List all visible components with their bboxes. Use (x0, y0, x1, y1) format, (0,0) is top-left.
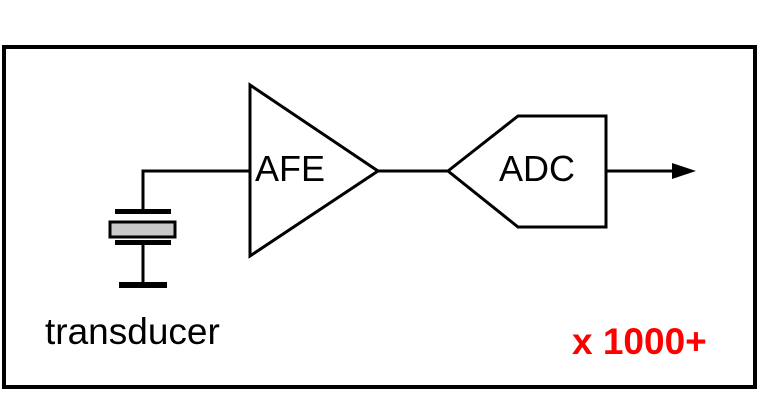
transducer-lead-top (141, 169, 250, 209)
multiplier-label: x 1000+ (572, 321, 707, 362)
outer-frame (2, 45, 757, 389)
transducer-element (108, 220, 177, 239)
transducer-label: transducer (45, 311, 220, 352)
output-arrow-icon (672, 163, 696, 179)
afe-label: AFE (255, 148, 325, 189)
transducer-base (119, 282, 167, 288)
adc-label: ADC (499, 148, 575, 189)
transducer-bottom-plate (115, 240, 171, 245)
afe-amplifier (248, 82, 381, 259)
transducer-top-plate (115, 209, 171, 214)
